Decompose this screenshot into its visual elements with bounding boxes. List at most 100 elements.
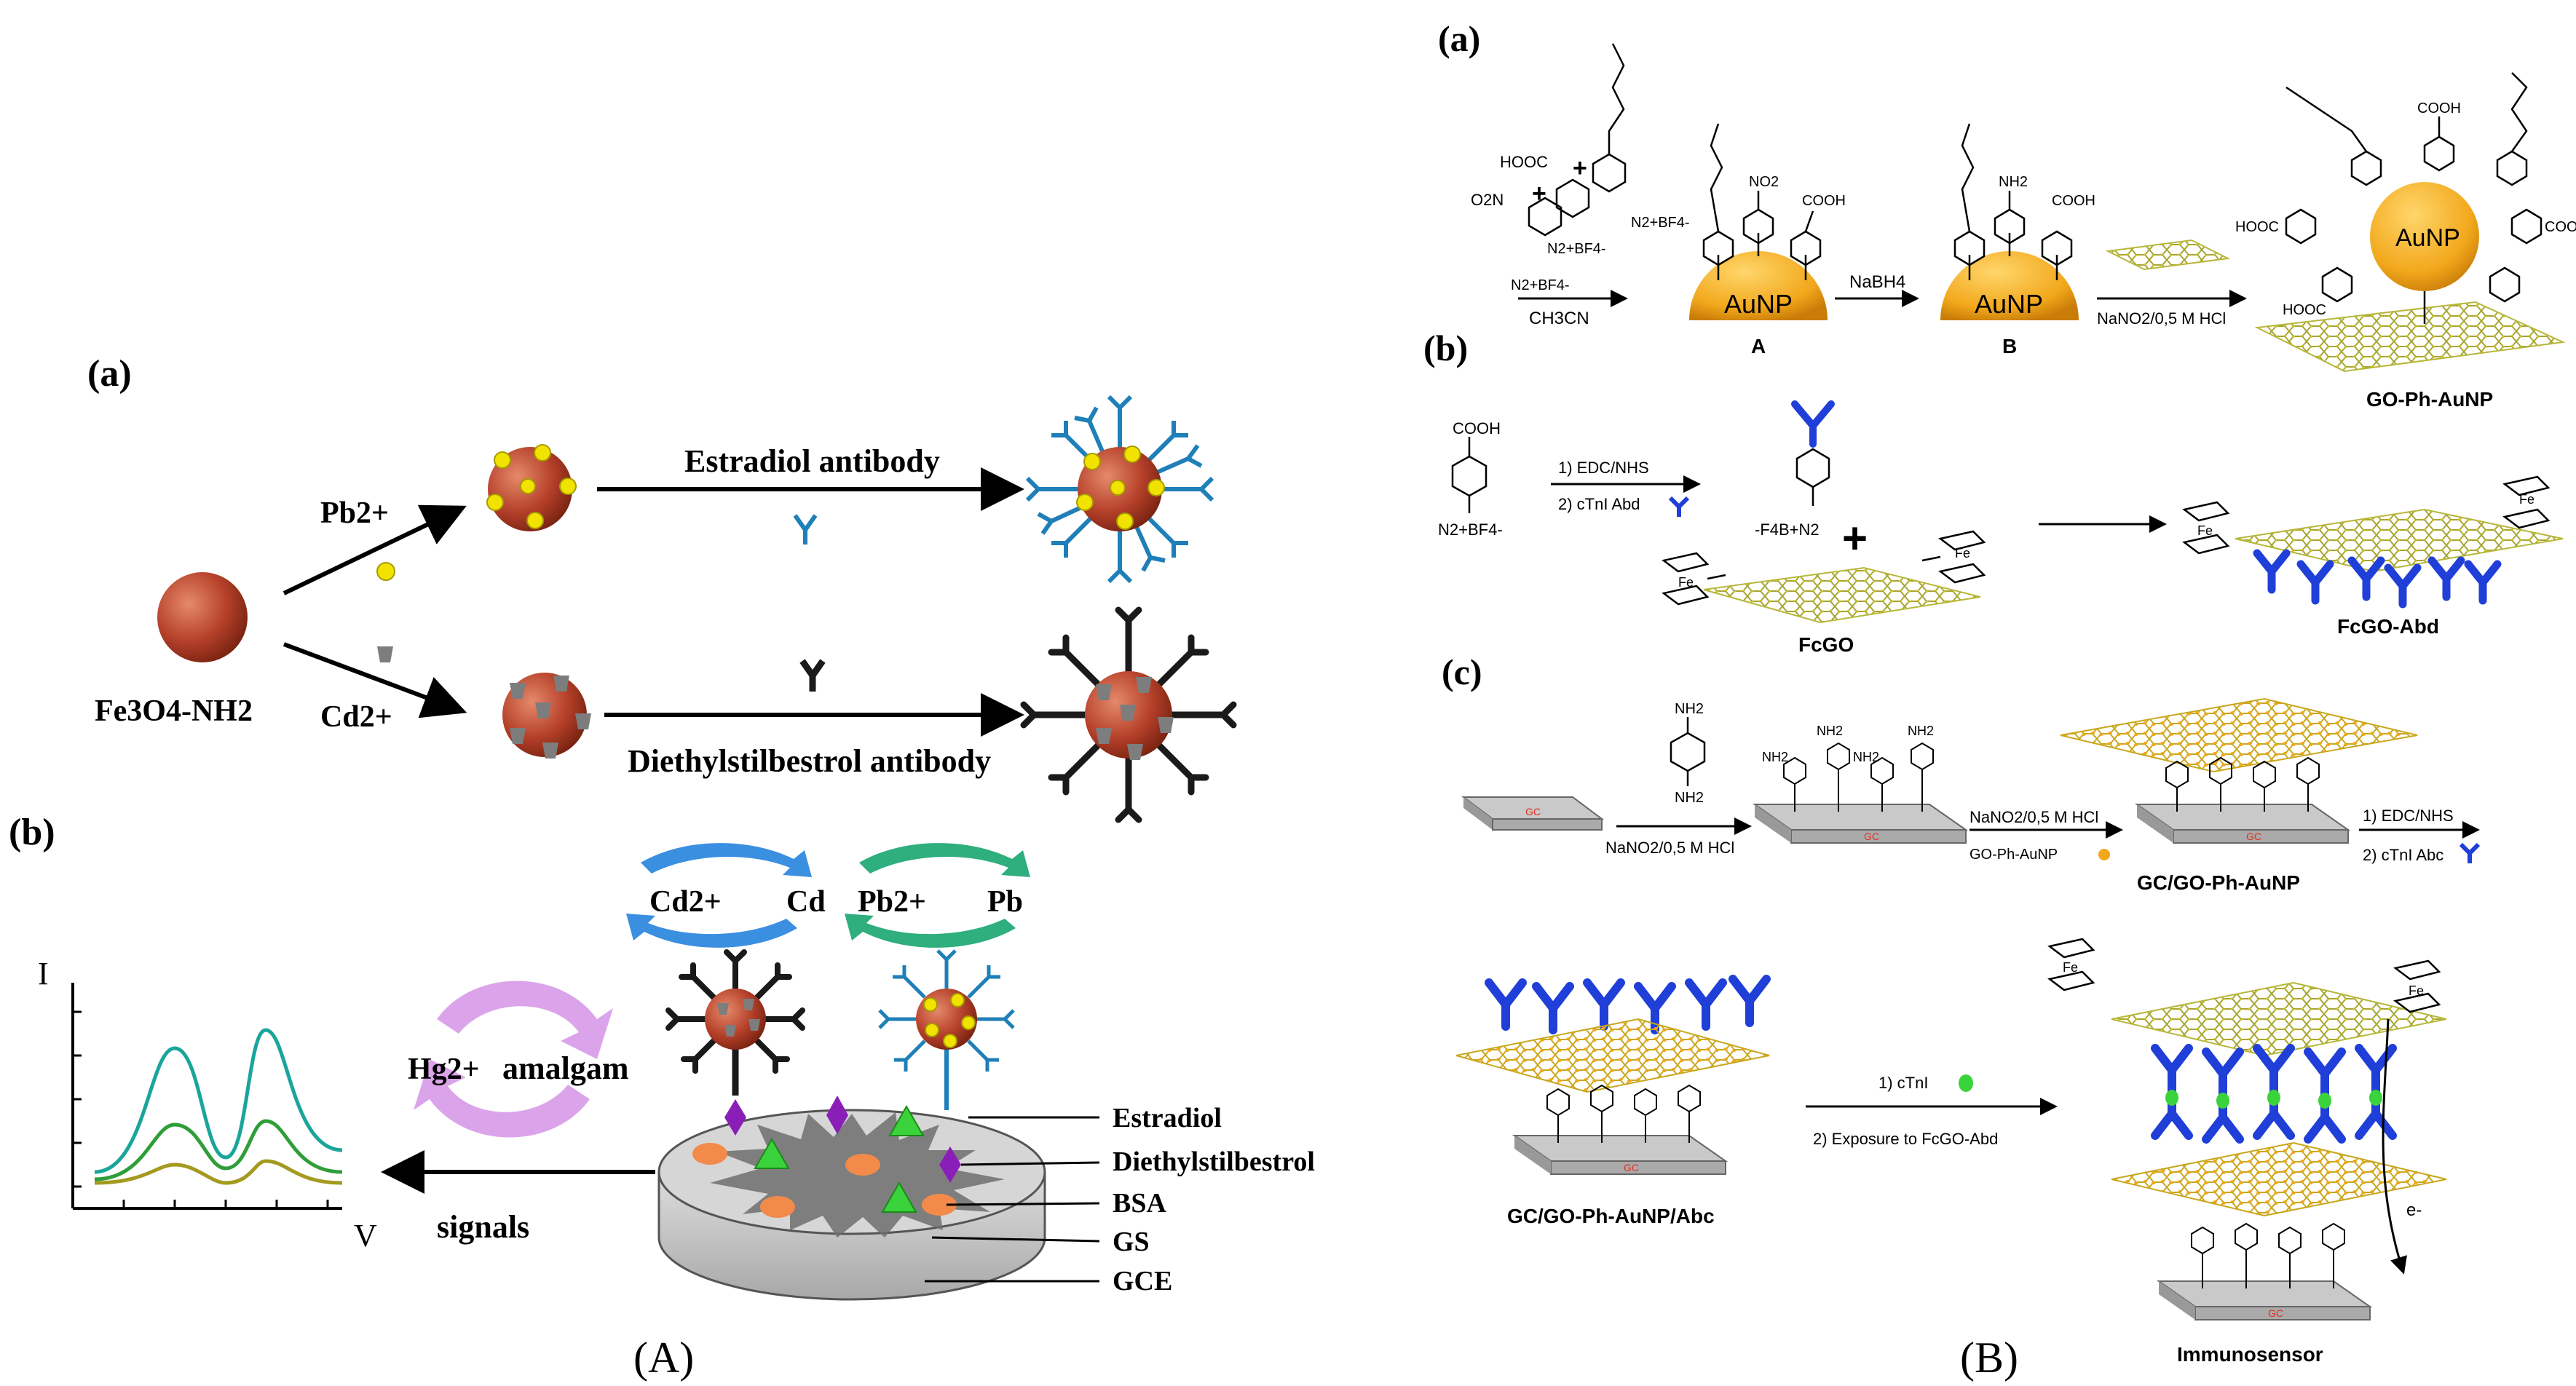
pb-ion-dot [376, 562, 395, 581]
fe-label-3: Fe [2197, 523, 2213, 538]
desb-antibody-particle [1020, 606, 1237, 823]
arrow-to-cd [283, 642, 467, 718]
panel-A-label-b: (b) [9, 812, 55, 853]
go-ph-aunp-label: GO-Ph-AuNP [2366, 388, 2493, 411]
pb-loaded-particle [486, 444, 577, 531]
gc-go-ph-aunp-label: GC/GO-Ph-AuNP [2137, 871, 2300, 894]
f4b-n2-label: -F4B+N2 [1755, 520, 1820, 539]
no2-label: NO2 [1749, 174, 1779, 190]
gc-label-1: GC [1525, 806, 1541, 817]
aunp-label-B: AuNP [1975, 289, 2043, 319]
hooc-label-go2: HOOC [2283, 302, 2326, 318]
nh2-c2: NH2 [1908, 724, 1934, 738]
aunp-label-go: AuNP [2395, 224, 2460, 252]
amalgam-cycle [414, 981, 613, 1138]
desb-antibody-icon [799, 659, 826, 692]
gc-label-4: GC [1624, 1162, 1639, 1173]
cooh-label-B: COOH [2052, 193, 2095, 209]
fe3o4-label: Fe3O4-NH2 [95, 694, 253, 728]
nh2-c3: NH2 [1762, 750, 1788, 764]
panel-B-label-a: (a) [1438, 18, 1480, 59]
signals-label: signals [437, 1209, 529, 1245]
axis-i-label: I [38, 956, 49, 991]
panel-B-label-b: (b) [1423, 328, 1468, 368]
fcgo-label: FcGO [1798, 633, 1854, 656]
aunp-dot [2098, 849, 2110, 860]
estradiol-antibody-label: Estradiol antibody [684, 443, 940, 479]
fe-label-6: Fe [2409, 983, 2424, 998]
fcgo-abd-label: FcGO-Abd [2337, 615, 2439, 638]
cd-ion-trapezoid [377, 646, 393, 662]
diazonium-benzoic [1451, 437, 1487, 513]
nabh4-label: NaBH4 [1849, 272, 1905, 292]
fcgo-abd: Fe Fe FcGO-Abd [2182, 475, 2564, 638]
curve-olive [94, 1159, 343, 1185]
curve-green [94, 1119, 343, 1181]
panel-B: (a) HOOC O2N N2+BF4- N2+BF4- N2+BF4- + +… [1423, 18, 2576, 1382]
n2bf4-b: N2+BF4- [1547, 241, 1606, 257]
panel-B-caption: (B) [1960, 1334, 2018, 1382]
desb-antibody-label: Diethylstilbestrol antibody [628, 743, 991, 779]
aunp-B: AuNP NH2 COOH B [1940, 123, 2095, 357]
fe-label-5: Fe [2063, 960, 2078, 975]
electrode-disk [657, 1096, 1046, 1301]
fe-label-1: Fe [1678, 575, 1694, 590]
panel-A: (a) Fe3O4-NH2 Pb2+ Cd2+ [9, 353, 1315, 1382]
nano2-hcl-a: NaNO2/0,5 M HCl [2097, 309, 2226, 328]
phenylenediamine [1670, 717, 1706, 786]
nh2-c4: NH2 [1853, 750, 1879, 764]
pb-label: Pb2+ [320, 496, 389, 530]
diazonium-reagents [1528, 43, 1627, 237]
ctni-label: 1) cTnI [1878, 1074, 1928, 1092]
plus-b: + [1842, 514, 1868, 563]
cd-loaded-particle [502, 673, 591, 759]
legend-estradiol: Estradiol [1113, 1103, 1222, 1133]
gc-go-ph-aunp: GC GC/GO-Ph-AuNP [2060, 697, 2418, 894]
ctni-dot [1959, 1074, 1973, 1092]
n2bf4-c: N2+BF4- [1631, 215, 1690, 231]
panel-A-label-a: (a) [87, 353, 132, 395]
cooh-label-go: COOH [2417, 100, 2461, 116]
go-ph-aunp: AuNP COOH HOOC HOOC COOH GO-Ph-AuNP [2235, 72, 2576, 411]
fe-label-2: Fe [1955, 546, 1970, 561]
nh2-bottom: NH2 [1675, 790, 1704, 806]
gc-go-abc-label: GC/GO-Ph-AuNP/Abc [1507, 1205, 1715, 1227]
pb-metal-label: Pb [987, 885, 1023, 919]
gc-plate-2: GC NH2 NH2 NH2 NH2 [1752, 724, 1969, 844]
pb-exchange-arrows [845, 843, 1030, 948]
ab-icon-small [1668, 496, 1690, 517]
fe-label-4: Fe [2519, 492, 2534, 507]
legend-diethylstilbestrol: Diethylstilbestrol [1113, 1147, 1315, 1177]
exposure-label: 2) Exposure to FcGO-Abd [1813, 1130, 1998, 1148]
immunosensor: Fe Fe GC [2047, 938, 2447, 1366]
diazonium-ab [1791, 400, 1835, 506]
plus-sign-1: + [1532, 180, 1546, 207]
panel-B-label-c: (c) [1442, 652, 1482, 692]
nh2-label: NH2 [1999, 174, 2028, 190]
ab-icon-c [2459, 842, 2481, 863]
gc-plate-1: GC [1461, 796, 1604, 831]
cooh-label-b: COOH [1453, 419, 1501, 437]
nano2-hcl-c2: NaNO2/0,5 M HCl [1969, 808, 2098, 826]
compound-A-label: A [1751, 335, 1766, 357]
cd-label: Cd2+ [320, 700, 392, 734]
aunp-A: AuNP NO2 COOH A [1689, 123, 1846, 357]
legend-bsa: BSA [1113, 1188, 1166, 1219]
axis-v-label: V [354, 1218, 377, 1254]
go-ph-aunp-c: GO-Ph-AuNP [1969, 847, 2058, 863]
legend-gs: GS [1113, 1227, 1150, 1257]
voltammogram: I V [38, 956, 377, 1254]
legend-leaders [925, 1116, 1100, 1283]
cooh-label-go-r: COOH [2545, 219, 2576, 235]
gc-label-2: GC [1864, 831, 1879, 842]
nh2-c1: NH2 [1817, 724, 1843, 738]
graphene-sheet-small [2105, 239, 2231, 271]
hg-label: Hg2+ [408, 1053, 480, 1086]
gc-go-abc: GC GC/GO-Ph-AuNP/Abc [1455, 975, 1771, 1227]
immunosensor-label: Immunosensor [2177, 1343, 2323, 1366]
desb-particle-on-electrode [665, 949, 805, 1096]
arrow-to-pb [283, 504, 467, 595]
gc-label-5: GC [2268, 1307, 2283, 1319]
